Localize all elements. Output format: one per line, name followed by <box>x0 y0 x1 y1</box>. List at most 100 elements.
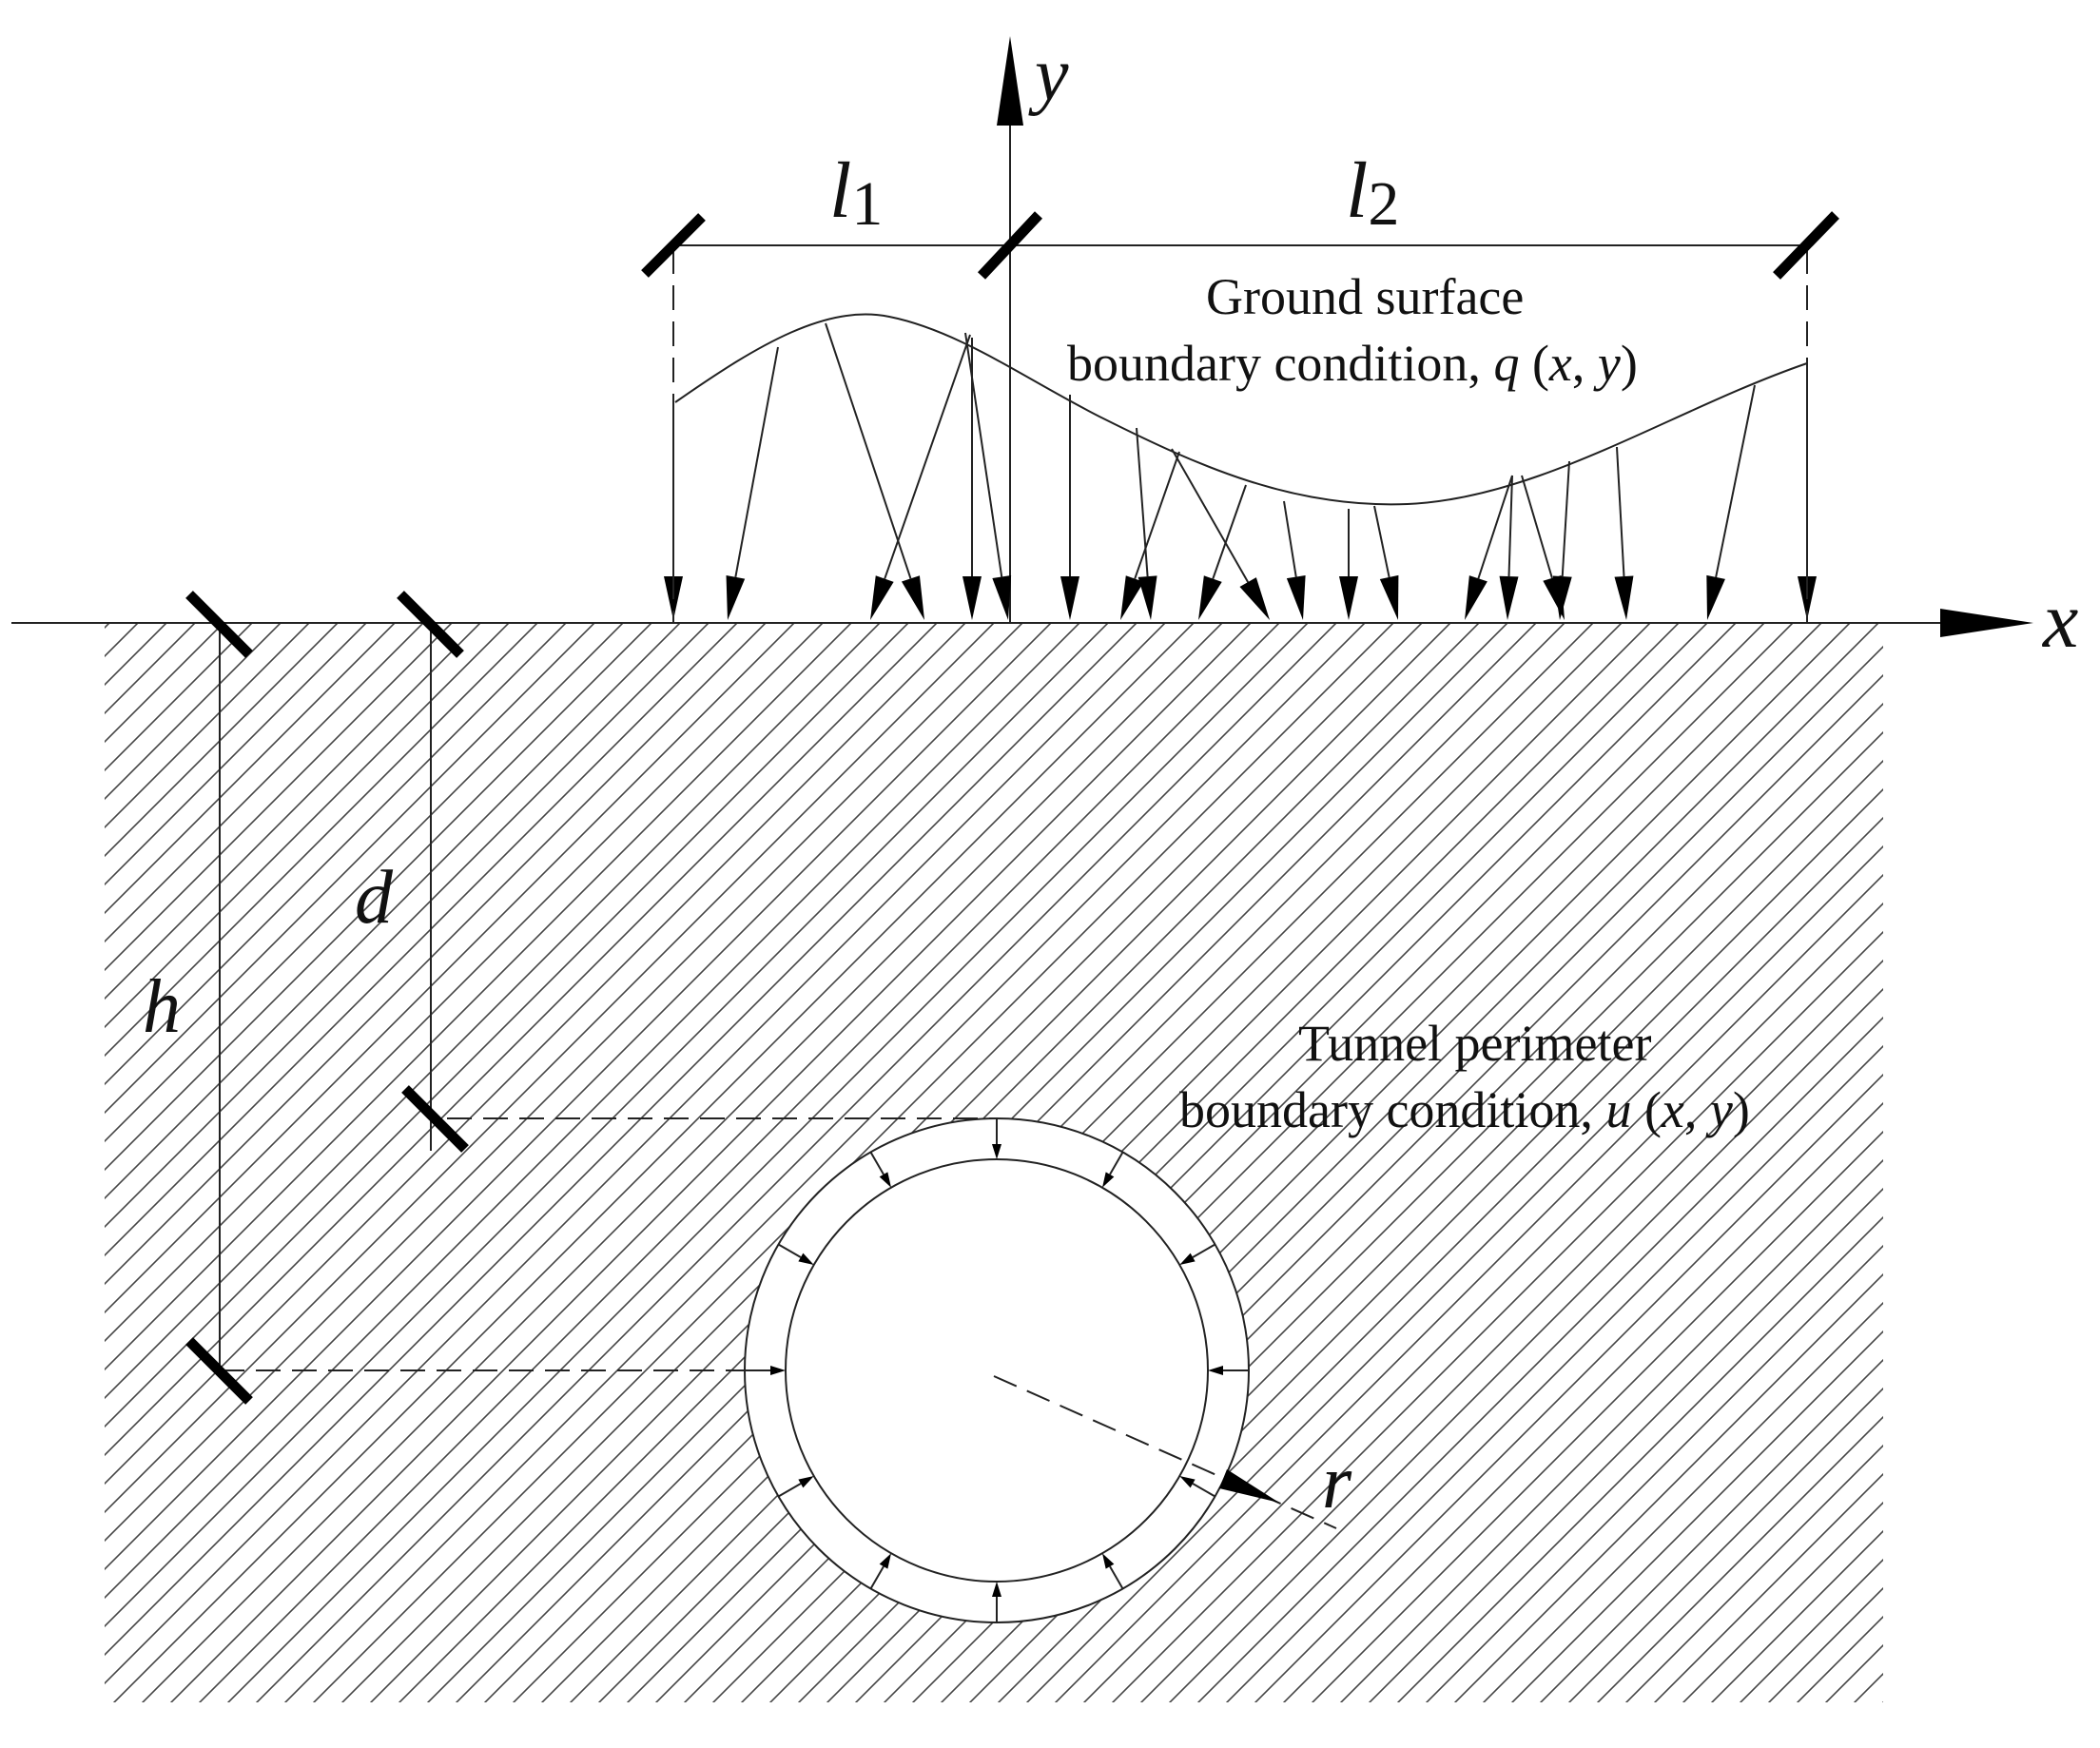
load-arrow-head <box>1706 574 1725 620</box>
load-arrow-head <box>1614 575 1634 620</box>
hatch-line <box>105 623 539 1058</box>
tunnel-arrow-line <box>869 1565 885 1589</box>
load-arrow-line <box>1171 448 1250 583</box>
hatch-line <box>105 623 282 801</box>
hatch-line <box>105 623 1081 1600</box>
hatch-line <box>105 623 825 1343</box>
tunnel-arrow-line <box>1109 1152 1124 1175</box>
load-arrow-line <box>825 322 912 579</box>
load-arrow-line <box>1616 446 1625 577</box>
tunnel-arrow-head <box>879 1553 891 1569</box>
tunnel-arrow-line <box>1109 1565 1124 1589</box>
load-arrow-head <box>1465 575 1488 620</box>
hatch-line <box>1824 1643 1883 1702</box>
hatch-line <box>1311 1130 1883 1702</box>
tunnel-arrow-head <box>992 1144 1001 1159</box>
hatch-line <box>1902 571 2100 1712</box>
tunnel-perimeter-title: Tunnel perimeter <box>1298 1015 1651 1072</box>
hatch-line <box>1567 1387 1883 1702</box>
load-arrow-head <box>1060 576 1079 620</box>
hatch-line <box>1767 1586 1883 1702</box>
hatch-line <box>105 623 111 630</box>
hatch-line <box>1796 1615 1883 1702</box>
load-arrow-head <box>1138 575 1157 620</box>
tunnel-arrow-head <box>992 1582 1001 1597</box>
hatch-line <box>1282 1101 1883 1702</box>
tunnel-displacement-arrows <box>745 1118 1249 1622</box>
hatch-line <box>1482 1301 1883 1702</box>
hatch-line <box>0 571 133 1712</box>
hatch-line <box>0 571 19 1712</box>
load-arrow-head <box>726 574 746 620</box>
hatch-line <box>1368 1187 1883 1702</box>
x-axis-label: x <box>2041 576 2078 665</box>
x-axis-arrowhead <box>1940 609 2033 637</box>
hatch-line <box>105 623 454 972</box>
hatch-line <box>105 623 967 1486</box>
load-arrow-head <box>1239 577 1270 620</box>
hatch-line <box>105 623 482 1000</box>
l2-label: l2 <box>1346 146 1399 239</box>
hatch-line <box>105 623 596 1115</box>
hatch-line <box>105 623 1024 1543</box>
hatch-line <box>105 623 397 915</box>
hatch-line <box>105 623 225 744</box>
load-arrow-line <box>1373 505 1390 578</box>
hatch-line <box>105 623 254 772</box>
l-middle-tick <box>977 211 1043 280</box>
hatch-line <box>1596 1415 1883 1702</box>
hatch-line <box>105 623 625 1143</box>
hatch-line <box>569 623 1652 1702</box>
load-arrow-head <box>1120 575 1144 620</box>
load-arrow-line <box>964 332 1003 577</box>
hatch-line <box>105 623 653 1172</box>
load-arrow-line <box>1283 500 1297 577</box>
hatch-line <box>1111 930 1883 1702</box>
l1-label: l1 <box>829 146 883 239</box>
y-axis-arrowhead <box>997 36 1023 126</box>
load-arrow-head <box>962 576 982 620</box>
tunnel-arrow-head <box>1208 1366 1223 1375</box>
hatch-line <box>1624 1444 1883 1702</box>
hatch-line <box>1339 1158 1883 1702</box>
y-axis-label: y <box>1028 33 1069 117</box>
hatch-line <box>1196 1016 1883 1702</box>
ground-surface-title: Ground surface <box>1206 268 1524 325</box>
radius-dashed-line <box>993 1375 1337 1529</box>
load-arrow-head <box>992 575 1012 620</box>
hatch-line <box>105 623 996 1514</box>
hatch-line <box>1025 845 1883 1702</box>
hatch-line <box>105 623 1053 1571</box>
tunnel-arrow-head <box>1102 1172 1115 1188</box>
load-arrow-line <box>1507 475 1513 577</box>
load-arrow-head <box>901 575 924 620</box>
load-arrow-line <box>884 334 971 579</box>
tunnel-arrow-head <box>770 1366 786 1375</box>
d-label: d <box>355 856 394 940</box>
hatch-line <box>1225 1044 1883 1702</box>
tunnel-arrow-head <box>879 1172 891 1188</box>
ground-surface-condition: boundary condition, q (x, y) <box>1067 335 1638 392</box>
h-bottom-tick <box>185 1337 253 1405</box>
hatch-line <box>1510 1330 1883 1702</box>
hatch-line <box>105 623 1167 1685</box>
hatch-line <box>0 571 76 1712</box>
hatch-line <box>1959 571 2100 1712</box>
load-arrow-head <box>1198 575 1222 620</box>
hatch-line <box>312 623 1395 1702</box>
hatch-line <box>105 623 739 1257</box>
hatch-line <box>1054 873 1883 1702</box>
tunnel-arrow-head <box>1179 1476 1196 1488</box>
tunnel-arrow-head <box>1179 1253 1196 1265</box>
hatch-line <box>1881 1700 1883 1702</box>
hatch-line <box>1931 571 2100 1712</box>
soil-hatching <box>0 571 2100 1712</box>
hatch-line <box>1710 1529 1883 1702</box>
tunnel-arrow-head <box>1102 1553 1115 1569</box>
hatch-line <box>226 623 1310 1702</box>
load-arrow-head <box>870 575 894 620</box>
load-arrow-line <box>734 346 779 577</box>
tunnel-perimeter-condition: boundary condition, u (x, y) <box>1179 1081 1750 1138</box>
hatch-line <box>141 623 1224 1702</box>
